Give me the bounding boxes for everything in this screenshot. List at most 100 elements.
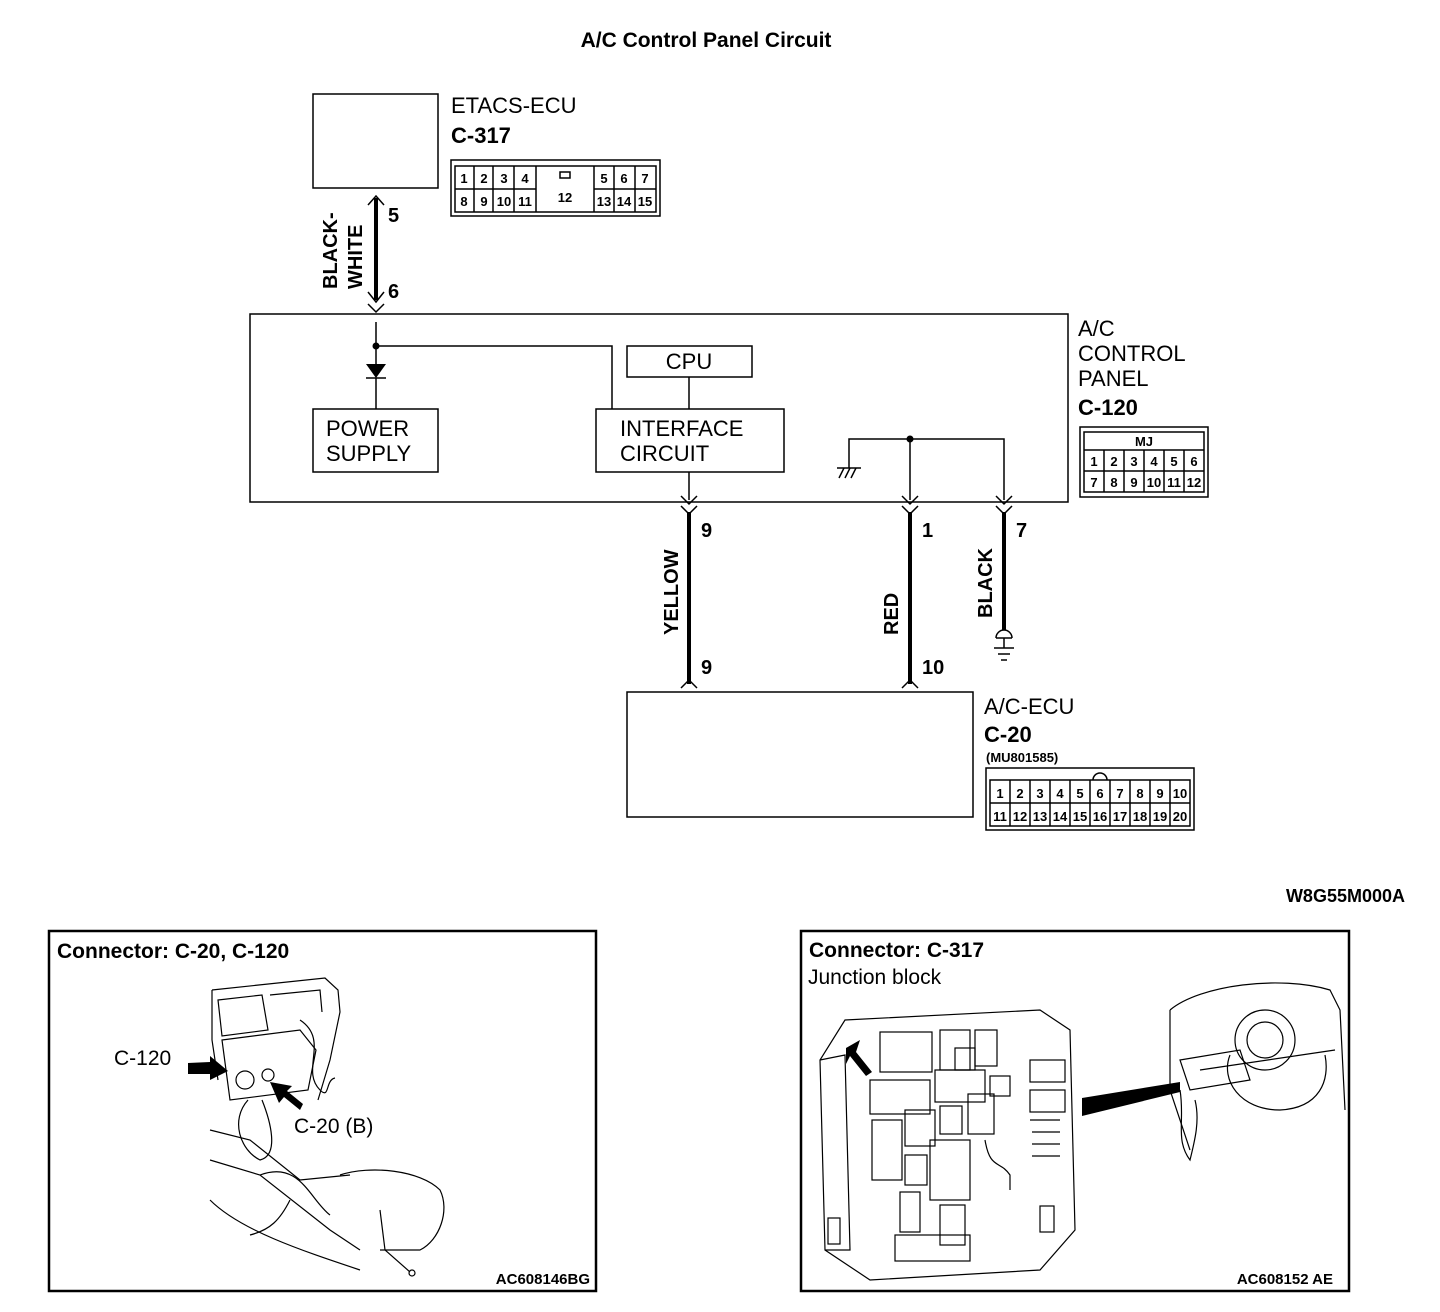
right-panel-title: Connector: C-317 xyxy=(809,939,984,962)
interface-circuit-label: INTERFACE xyxy=(620,416,743,441)
ac-ecu-pin: 12 xyxy=(1013,809,1027,824)
ac-ecu-pin: 1 xyxy=(996,786,1003,801)
pointer-wedge-icon xyxy=(1082,1082,1180,1116)
ac-ecu-part-number: (MU801585) xyxy=(986,750,1058,765)
ac-ecu-pin: 18 xyxy=(1133,809,1147,824)
power-supply-label: POWER xyxy=(326,416,409,441)
ac-ecu-pin: 15 xyxy=(1073,809,1087,824)
ac-panel-pin: 4 xyxy=(1150,454,1158,469)
ac-ecu-box xyxy=(626,691,974,818)
ac-panel-label: CONTROL xyxy=(1078,341,1186,366)
arrow-icon xyxy=(270,1082,303,1110)
ac-ecu-pin: 2 xyxy=(1016,786,1023,801)
power-supply-label: SUPPLY xyxy=(326,441,412,466)
right-panel-code: AC608152 AE xyxy=(1237,1271,1333,1288)
ac-panel-pin: 6 xyxy=(1190,454,1197,469)
ac-ecu-pin: 4 xyxy=(1056,786,1064,801)
left-callout-c20: C-20 (B) xyxy=(294,1115,373,1138)
wire-pin-label: 9 xyxy=(701,657,712,679)
etacs-pin: 7 xyxy=(641,171,648,186)
right-panel-subtitle: Junction block xyxy=(808,966,942,989)
ac-panel-label: PANEL xyxy=(1078,366,1149,391)
ac-ecu-pin: 16 xyxy=(1093,809,1107,824)
ac-ecu-pin: 8 xyxy=(1136,786,1143,801)
etacs-connector-face: 1 2 3 4 12 5 6 7 8 9 10 11 13 14 15 xyxy=(450,159,661,217)
wire-pin-label: 5 xyxy=(388,205,399,227)
ac-panel-pin: 2 xyxy=(1110,454,1117,469)
ac-ecu-pin: 11 xyxy=(993,809,1007,824)
ac-ecu-pin: 14 xyxy=(1053,809,1068,824)
ac-panel-pin: 12 xyxy=(1187,475,1201,490)
wire-black-white xyxy=(367,194,385,324)
wire-yellow xyxy=(680,495,698,689)
left-panel-title: Connector: C-20, C-120 xyxy=(57,940,289,963)
ac-ecu-pin: 9 xyxy=(1156,786,1163,801)
ac-ecu-connector-face: 1 2 3 4 5 6 7 8 9 10 11 12 13 14 15 16 1… xyxy=(985,767,1195,831)
etacs-pin: 10 xyxy=(497,194,511,209)
ac-ecu-pin: 3 xyxy=(1036,786,1043,801)
wire-pin-label: 10 xyxy=(922,657,944,679)
etacs-pin: 2 xyxy=(480,171,487,186)
ground-icon xyxy=(994,647,1014,661)
wire-color-label: RED xyxy=(881,593,903,635)
cpu-block xyxy=(626,345,753,378)
ac-ecu-pin: 13 xyxy=(1033,809,1047,824)
left-console-illustration xyxy=(209,977,445,1277)
arrow-icon xyxy=(846,1040,872,1076)
left-locator-panel xyxy=(47,929,598,1293)
wire-red xyxy=(901,495,919,689)
ac-panel-pin: 8 xyxy=(1110,475,1117,490)
ac-ecu-pin: 19 xyxy=(1153,809,1167,824)
wire-color-label: BLACK- xyxy=(320,212,342,289)
ac-panel-connector-id: C-120 xyxy=(1078,395,1138,420)
left-callout-c120: C-120 xyxy=(114,1047,171,1070)
ac-panel-connector-face: MJ 1 2 3 4 5 6 7 8 9 10 11 12 xyxy=(1079,426,1209,498)
diagram-title: A/C Control Panel Circuit xyxy=(581,29,832,52)
ac-panel-connector-tag: MJ xyxy=(1135,434,1153,449)
interface-circuit-label: CIRCUIT xyxy=(620,441,709,466)
wire-pin-label: 1 xyxy=(922,520,933,542)
internal-wiring xyxy=(366,322,1005,500)
cpu-label: CPU xyxy=(666,349,712,374)
ac-ecu-connector-id: C-20 xyxy=(984,722,1032,747)
ac-panel-pin: 7 xyxy=(1090,475,1097,490)
power-supply-block xyxy=(312,408,439,473)
ac-panel-pin: 9 xyxy=(1130,475,1137,490)
etacs-pin: 5 xyxy=(600,171,607,186)
etacs-pin: 11 xyxy=(518,194,532,209)
ac-ecu-pin: 6 xyxy=(1096,786,1103,801)
ac-ecu-pin: 20 xyxy=(1173,809,1187,824)
ac-ecu-label: A/C-ECU xyxy=(984,694,1074,719)
etacs-pin: 8 xyxy=(460,194,467,209)
etacs-pin: 9 xyxy=(480,194,487,209)
ac-panel-pin: 5 xyxy=(1170,454,1177,469)
etacs-pin: 14 xyxy=(617,194,632,209)
wire-color-label: WHITE xyxy=(345,225,367,289)
ac-ecu-pin: 10 xyxy=(1173,786,1187,801)
wire-color-label: YELLOW xyxy=(661,549,683,635)
right-locator-panel xyxy=(799,929,1351,1293)
interface-circuit-block xyxy=(595,408,785,473)
ac-ecu-pin: 7 xyxy=(1116,786,1123,801)
wire-color-label: BLACK xyxy=(975,547,997,618)
arrow-icon xyxy=(188,1056,228,1080)
wire-pin-label: 9 xyxy=(701,520,712,542)
wire-pin-label: 7 xyxy=(1016,520,1027,542)
ac-panel-label: A/C xyxy=(1078,316,1115,341)
left-panel-code: AC608146BG xyxy=(496,1271,590,1288)
ac-panel-pin: 10 xyxy=(1147,475,1161,490)
etacs-pin: 6 xyxy=(620,171,627,186)
ac-panel-pin: 3 xyxy=(1130,454,1137,469)
etacs-pin: 3 xyxy=(500,171,507,186)
diagram-code: W8G55M000A xyxy=(1286,886,1405,906)
etacs-pin: 1 xyxy=(460,171,467,186)
ac-ecu-pin: 5 xyxy=(1076,786,1083,801)
wire-black xyxy=(995,495,1013,648)
ac-panel-pin: 1 xyxy=(1090,454,1097,469)
etacs-pin: 12 xyxy=(558,190,572,205)
etacs-pin: 15 xyxy=(638,194,652,209)
etacs-ecu-box xyxy=(312,93,439,189)
etacs-ecu-label: ETACS-ECU xyxy=(451,93,577,118)
ac-control-panel-box xyxy=(249,313,1069,503)
